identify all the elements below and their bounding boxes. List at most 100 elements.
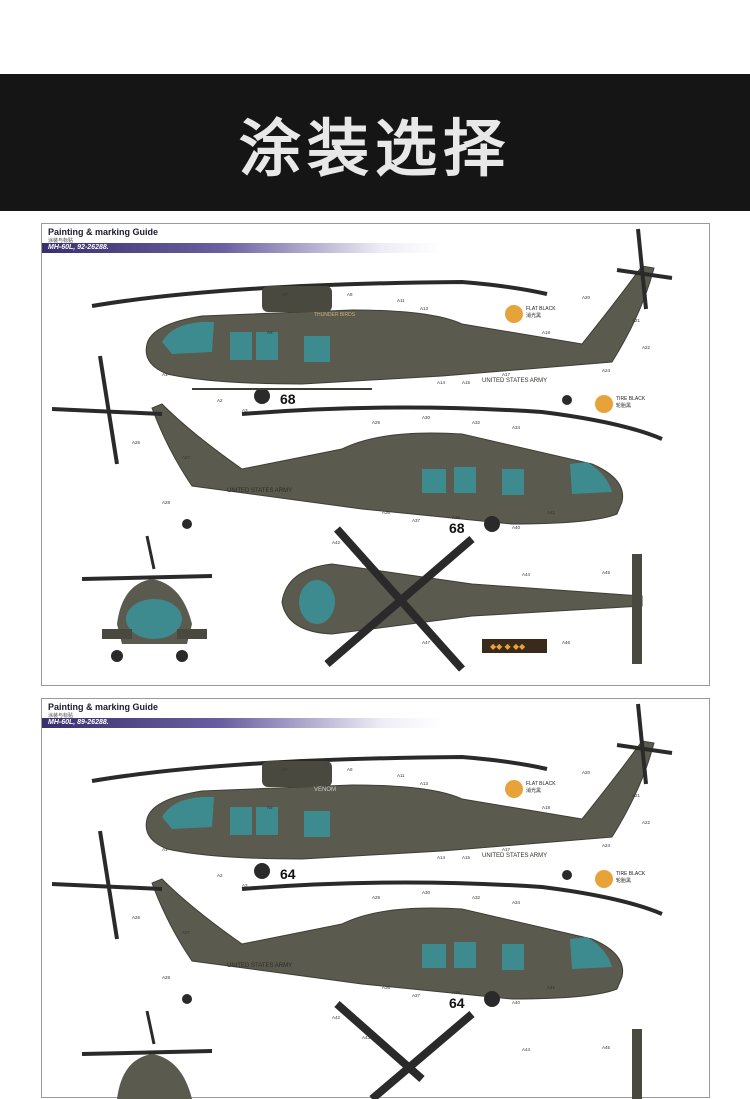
front-view-partial (81, 1010, 213, 1099)
callout-label: A46 (562, 640, 571, 645)
callout-label: A32 (472, 420, 481, 425)
paint-chip-tire-black: TIRE BLACK 轮胎黑 (595, 395, 646, 413)
svg-text:TIRE BLACK: TIRE BLACK (616, 396, 646, 402)
fuselage-text-left: UNITED STATES ARMY (482, 378, 547, 384)
callout-label: A3 (242, 408, 248, 413)
side-view-left (91, 703, 673, 880)
top-margin (0, 0, 750, 74)
callout-label: A41 (547, 985, 556, 990)
callout-label: A1 (162, 372, 168, 377)
callout-label: A11 (397, 298, 405, 303)
callout-label: A27 (182, 455, 191, 460)
callout-label: A26 (132, 915, 141, 920)
variant-label: MH-60L, 92-26288. (48, 244, 109, 251)
svg-text:◆◆ ◆ ◆◆: ◆◆ ◆ ◆◆ (490, 642, 526, 651)
callout-label: A36 (382, 510, 391, 515)
marking-guide-sheet-2: Painting & marking Guide 涂装与标贴 MH-60L, 8… (41, 698, 710, 1099)
callout-label: A40 (512, 525, 521, 530)
callout-label: A13 (420, 781, 429, 786)
callout-label: A21 (632, 793, 641, 798)
nose-number-right: 68 (449, 520, 465, 536)
callout-label: A32 (472, 895, 481, 900)
callout-label: A22 (642, 345, 651, 350)
callout-label: A9 (347, 292, 353, 297)
callout-label: A34 (512, 900, 521, 905)
svg-text:消光黑: 消光黑 (526, 787, 541, 794)
callout-label: A7 (282, 767, 288, 772)
svg-text:TIRE BLACK: TIRE BLACK (616, 871, 646, 877)
callout-label: A47 (422, 640, 431, 645)
callout-label: A2 (217, 873, 223, 878)
callout-label: A14 (437, 855, 446, 860)
callout-label: A30 (422, 415, 431, 420)
callout-label: A1 (162, 847, 168, 852)
callout-label: A42 (332, 540, 341, 545)
callout-label: A41 (547, 510, 556, 515)
svg-text:轮胎黑: 轮胎黑 (616, 402, 631, 409)
svg-text:消光黑: 消光黑 (526, 312, 541, 319)
paint-chip-flat-black: FLAT BLACK 消光黑 (505, 780, 556, 798)
side-view-right (51, 355, 663, 532)
callout-label: A43 (362, 1035, 371, 1040)
callout-label: A38 (452, 515, 461, 520)
callout-label: A13 (420, 306, 429, 311)
guide-subtitle: 涂装与标贴 (48, 238, 74, 244)
nose-number-left: 64 (280, 866, 296, 882)
guide-title: Painting & marking Guide (48, 227, 159, 237)
callout-label: A18 (542, 330, 551, 335)
callout-label: A22 (642, 820, 651, 825)
paint-chip-flat-black: FLAT BLACK 消光黑 (505, 305, 556, 323)
side-view-left (91, 228, 673, 405)
nose-art: VENOM (314, 787, 336, 793)
callout-label: A28 (162, 500, 171, 505)
title-banner: 涂装选择 (0, 74, 750, 211)
variant-bar (42, 243, 442, 253)
callout-label: A26 (132, 440, 141, 445)
callout-label: A29 (372, 895, 381, 900)
callout-label: A24 (602, 843, 611, 848)
helicopter-drawings: ◆◆ ◆ ◆◆ FLAT BLACK 消光黑 TIRE BLACK 轮胎黑 68… (51, 228, 673, 672)
callout-label: A34 (512, 425, 521, 430)
callout-label: A11 (397, 773, 405, 778)
banner-title: 涂装选择 (238, 111, 511, 185)
side-view-right (51, 830, 663, 1007)
callout-label: A28 (162, 975, 171, 980)
callout-label: A9 (347, 767, 353, 772)
paint-chip-tire-black: TIRE BLACK 轮胎黑 (595, 870, 646, 888)
callout-label: A44 (522, 1047, 531, 1052)
callout-label: A38 (452, 990, 461, 995)
nose-number-right: 64 (449, 995, 465, 1011)
callout-label: A37 (412, 993, 421, 998)
svg-text:轮胎黑: 轮胎黑 (616, 877, 631, 884)
callout-label: A3 (242, 883, 248, 888)
callout-label: A45 (602, 570, 611, 575)
top-view: ◆◆ ◆ ◆◆ (281, 526, 643, 672)
callout-label: A27 (182, 930, 191, 935)
guide-subtitle: 涂装与标贴 (48, 713, 74, 719)
callout-label: A18 (542, 805, 551, 810)
marking-guide-sheet-1: Painting & marking Guide 涂装与标贴 MH-60L, 9… (41, 223, 710, 686)
callout-label: A42 (332, 1015, 341, 1020)
callout-label: A40 (512, 1000, 521, 1005)
callout-label: A36 (382, 985, 391, 990)
callout-label: A29 (372, 420, 381, 425)
callout-label: A44 (522, 572, 531, 577)
svg-text:FLAT BLACK: FLAT BLACK (526, 781, 556, 787)
svg-text:FLAT BLACK: FLAT BLACK (526, 306, 556, 312)
guide-title: Painting & marking Guide (48, 702, 159, 712)
callout-label: A30 (422, 890, 431, 895)
callout-label: A17 (502, 847, 511, 852)
helicopter-drawings: FLAT BLACK 消光黑 TIRE BLACK 轮胎黑 64 64 UNIT… (51, 703, 673, 1099)
callout-label: A24 (602, 368, 611, 373)
callout-label: A7 (282, 292, 288, 297)
front-view (81, 535, 213, 662)
fuselage-text-right: UNITED STATES ARMY (227, 488, 292, 494)
callout-label: A14 (437, 380, 446, 385)
fuselage-text-right: UNITED STATES ARMY (227, 963, 292, 969)
callout-label: A45 (602, 1045, 611, 1050)
callout-label: A43 (362, 560, 371, 565)
callout-label: A37 (412, 518, 421, 523)
callout-label: A15 (462, 855, 471, 860)
callout-label: A17 (502, 372, 511, 377)
callout-label: A15 (462, 380, 471, 385)
